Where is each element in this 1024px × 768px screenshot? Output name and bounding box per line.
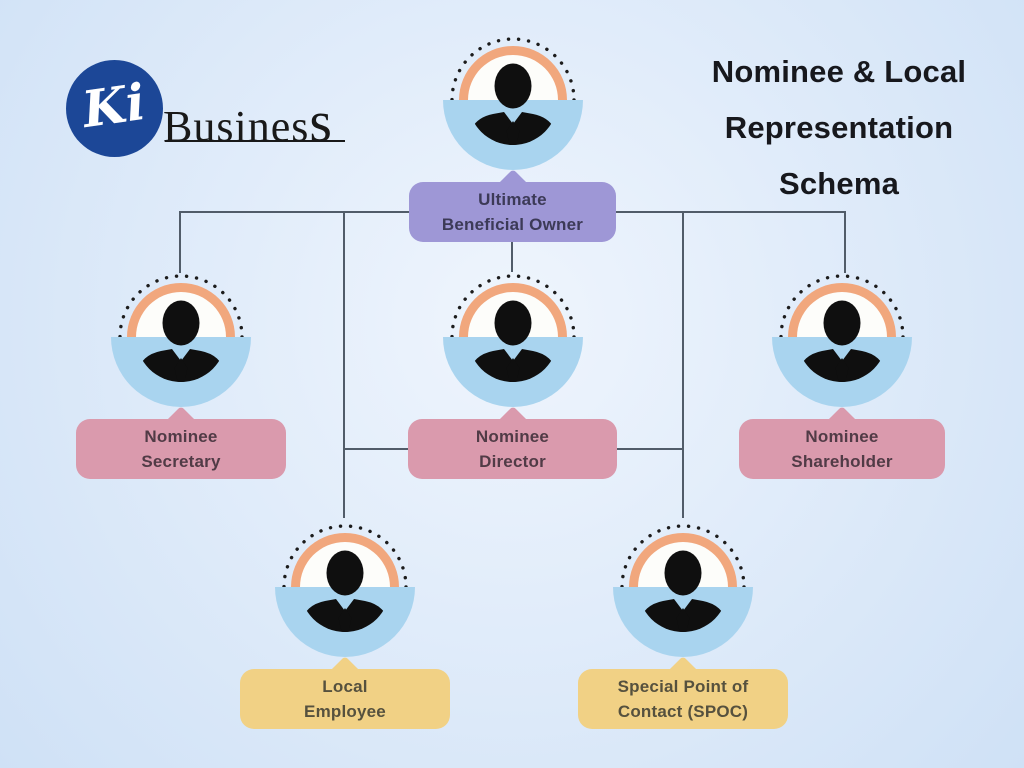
node-label-nominee-shareholder: Nominee Shareholder <box>739 406 945 479</box>
connector-spoc-vertical <box>682 212 684 518</box>
person-avatar-icon <box>433 30 593 180</box>
label-line2: Shareholder <box>791 452 893 471</box>
node-spoc: Special Point of Contact (SPOC) <box>578 517 788 729</box>
label-line2: Secretary <box>141 452 221 471</box>
label-line1: Nominee <box>144 427 218 446</box>
connector-secretary-vertical <box>179 211 181 273</box>
label-line1: Nominee <box>805 427 879 446</box>
label-line1: Special Point of <box>617 677 749 696</box>
node-label-ultimate-beneficial-owner: Ultimate Beneficial Owner <box>409 169 616 242</box>
brand-name-main: Busines <box>163 102 310 151</box>
page-title-line2: Representation <box>724 110 954 145</box>
label-line1: Nominee <box>475 427 550 446</box>
person-avatar-icon <box>762 267 922 417</box>
brand-name-tail: s <box>309 89 332 154</box>
node-local-employee: Local Employee <box>240 517 450 729</box>
label-line1: Ultimate <box>478 190 547 209</box>
brand-name: Business <box>163 88 332 155</box>
connector-shareholder-vertical <box>844 211 846 273</box>
brand-underline <box>165 140 345 142</box>
node-nominee-shareholder: Nominee Shareholder <box>739 267 945 479</box>
person-avatar-icon <box>433 267 593 417</box>
node-ultimate-beneficial-owner: Ultimate Beneficial Owner <box>409 30 616 242</box>
page-title-line3: Schema <box>778 166 900 201</box>
node-label-spoc: Special Point of Contact (SPOC) <box>578 656 788 729</box>
page-title: Nominee & Local Representation Schema <box>653 44 1024 212</box>
person-avatar-icon <box>101 267 261 417</box>
label-line2: Employee <box>304 702 386 721</box>
label-line1: Local <box>322 677 368 696</box>
brand-logo: Ki Business <box>66 58 366 168</box>
node-label-nominee-director: Nominee Director <box>408 406 617 479</box>
logo-circle: Ki <box>66 60 163 157</box>
person-avatar-icon <box>265 517 425 667</box>
node-label-local-employee: Local Employee <box>240 656 450 729</box>
logo-monogram: Ki <box>78 71 150 139</box>
page-title-line1: Nominee & Local <box>711 54 967 89</box>
connector-director-vertical <box>511 240 513 272</box>
label-line2: Beneficial Owner <box>441 215 584 234</box>
node-nominee-secretary: Nominee Secretary <box>76 267 286 479</box>
node-label-nominee-secretary: Nominee Secretary <box>76 406 286 479</box>
person-avatar-icon <box>603 517 763 667</box>
node-nominee-director: Nominee Director <box>408 267 617 479</box>
label-line2: Director <box>479 452 546 471</box>
connector-employee-vertical <box>343 212 345 518</box>
label-line2: Contact (SPOC) <box>617 702 749 721</box>
